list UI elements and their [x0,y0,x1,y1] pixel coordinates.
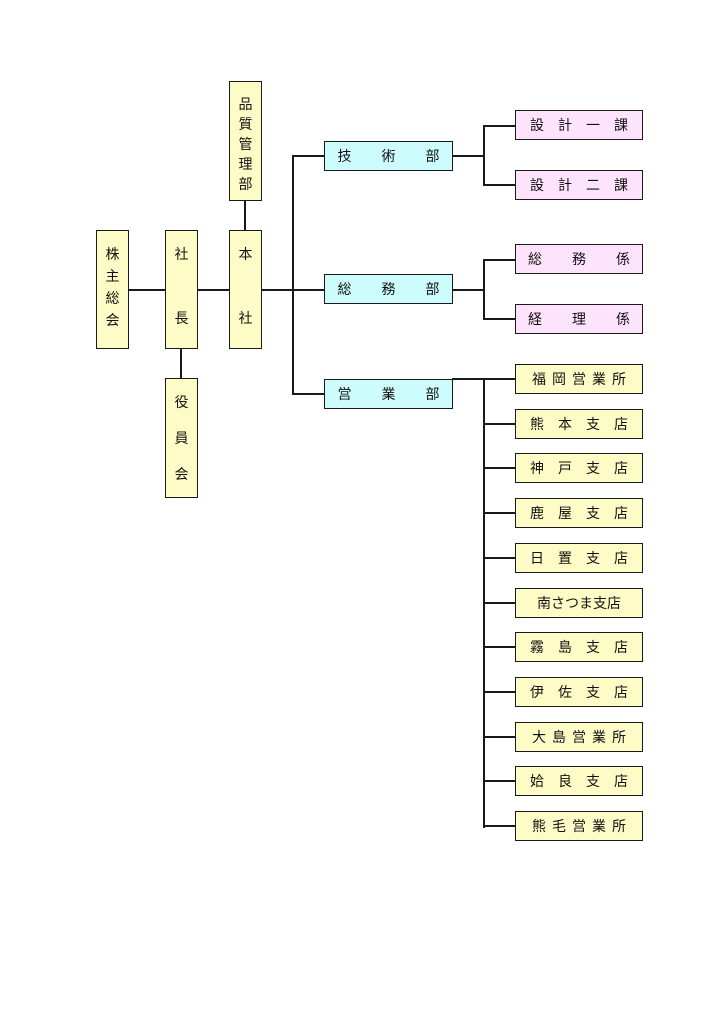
branch-connector [483,467,516,469]
connector [244,200,246,231]
branch-connector [483,691,516,693]
shareholders-meeting-box: 株主総会 [96,230,129,349]
branch-label: 霧島支店 [530,640,642,656]
branch-connector [483,825,516,827]
branch-connector [483,423,516,425]
branch-box: 熊毛営業所 [515,811,643,841]
quality-dept-box: 品質管理部 [229,81,262,201]
design-section-1-box: 設計一課 [515,110,643,140]
design-section-2-box: 設計二課 [515,170,643,200]
connector [483,184,516,186]
connector [483,259,516,261]
branch-box: 日置支店 [515,543,643,573]
quality-dept-label: 品質管理部 [238,97,253,193]
connector [180,348,182,379]
branch-box: 伊佐支店 [515,677,643,707]
connector [261,289,293,291]
branch-label: 日置支店 [530,551,642,567]
connector [483,318,516,320]
connector [483,125,516,127]
sales-dept-label: 営業部 [337,387,470,403]
branch-label: 熊毛営業所 [532,819,632,835]
branch-connector [483,736,516,738]
accounting-section-box: 経理係 [515,304,643,334]
board-box: 役員会 [165,378,198,498]
branch-box: 大島営業所 [515,722,643,752]
president-label: 社長 [174,247,189,327]
connector [292,289,325,291]
branch-box: 霧島支店 [515,632,643,662]
general-affairs-dept-label: 総務部 [337,282,470,298]
branch-label: 福岡営業所 [532,372,632,388]
accounting-section-label: 経理係 [528,312,660,328]
connector [483,125,485,185]
branch-box: 南さつま支店 [515,588,643,618]
branch-label: 鹿屋支店 [530,506,642,522]
sales-dept-box: 営業部 [324,379,453,409]
connector [197,289,230,291]
design-section-2-label: 設計二課 [530,178,642,194]
connector [452,289,484,291]
connector [292,155,294,394]
general-affairs-section-box: 総務係 [515,244,643,274]
tech-dept-box: 技術部 [324,141,453,171]
branch-label: 伊佐支店 [530,685,642,701]
design-section-1-label: 設計一課 [530,118,642,134]
branch-box: 鹿屋支店 [515,498,643,528]
connector [483,259,485,319]
branch-box: 熊本支店 [515,409,643,439]
branch-connector [483,512,516,514]
head-office-box: 本社 [229,230,262,349]
branch-box: 神戸支店 [515,453,643,483]
shareholders-meeting-label: 株主総会 [105,247,120,329]
branch-label: 神戸支店 [530,461,642,477]
board-label: 役員会 [174,395,189,483]
branch-connector [483,602,516,604]
connector [292,155,325,157]
branch-label: 姶良支店 [530,774,642,790]
general-affairs-dept-box: 総務部 [324,274,453,304]
tech-dept-label: 技術部 [337,149,470,165]
head-office-label: 本社 [238,247,253,327]
branch-connector [483,780,516,782]
branch-label: 南さつま支店 [537,596,621,612]
branch-connector [483,378,516,380]
branch-label: 大島営業所 [532,730,632,746]
branch-box: 福岡営業所 [515,364,643,394]
connector [452,155,484,157]
connector [452,378,484,380]
general-affairs-section-label: 総務係 [528,252,660,268]
branch-connector [483,646,516,648]
president-box: 社長 [165,230,198,349]
branch-box: 姶良支店 [515,766,643,796]
connector [292,393,325,395]
branch-connector [483,557,516,559]
branch-label: 熊本支店 [530,417,642,433]
connector [128,289,166,291]
